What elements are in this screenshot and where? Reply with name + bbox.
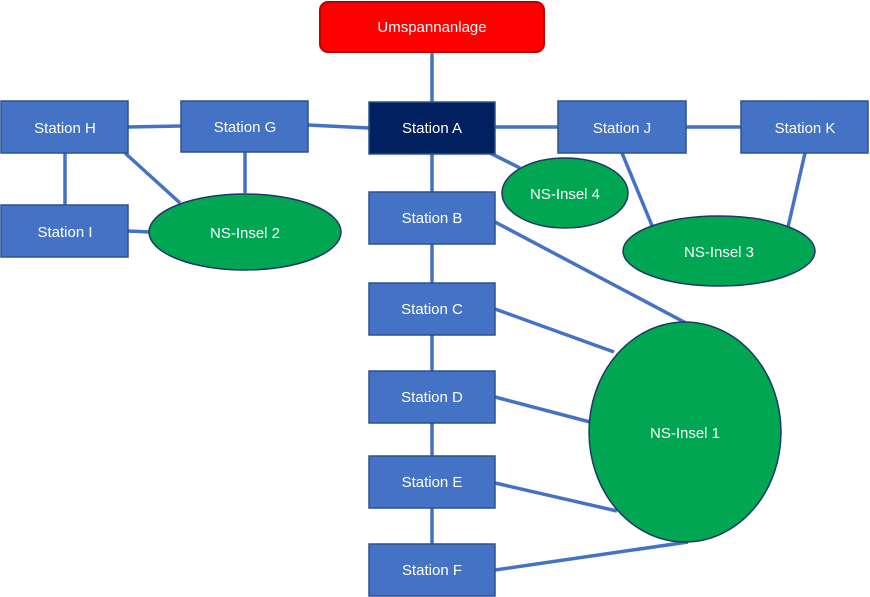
ns-insel-4-ellipse [501,157,629,229]
node-station-b[interactable]: Station B [368,191,496,245]
station-i-box [0,204,129,258]
edge-station-a-to-ns-insel-4 [489,151,521,170]
node-station-d[interactable]: Station D [368,370,496,424]
node-station-j[interactable]: Station J [557,100,687,154]
edge-station-j-to-ns-insel-3 [620,152,655,229]
edge-station-k-to-ns-insel-3 [786,152,807,228]
node-station-e[interactable]: Station E [368,455,496,509]
node-ns-insel-1[interactable]: NS-Insel 1 [588,321,782,543]
node-station-g[interactable]: Station G [180,100,309,153]
station-j-box [557,100,687,154]
node-station-a[interactable]: Station A [368,101,496,155]
ns-insel-2-label: NS-Insel 2 [210,225,280,242]
node-station-k[interactable]: Station K [740,100,869,154]
station-k-label: Station K [775,120,836,137]
station-h-label: Station H [34,120,96,137]
station-g-box [180,100,309,153]
station-b-box [368,191,496,245]
station-c-box [368,282,496,336]
edge-station-e-to-ns-insel-1 [494,481,618,513]
station-e-box [368,455,496,509]
edge-station-f-to-ns-insel-1 [494,540,689,572]
edge-station-h-to-ns-insel-2 [123,151,182,205]
ns-insel-3-ellipse [622,215,816,287]
node-ns-insel-3[interactable]: NS-Insel 3 [622,215,816,287]
edge-station-g-to-station-h [127,124,182,129]
umspannanlage-box [319,1,545,53]
node-umspannanlage[interactable]: Umspannanlage [319,1,545,53]
station-k-box [740,100,869,154]
node-station-c[interactable]: Station C [368,282,496,336]
station-d-label: Station D [401,389,463,406]
edge-station-c-to-ns-insel-1 [494,307,615,354]
ns-insel-3-label: NS-Insel 3 [684,244,754,261]
station-j-label: Station J [593,120,651,137]
station-d-box [368,370,496,424]
edge-station-i-to-ns-insel-2 [127,229,151,234]
node-station-h[interactable]: Station H [0,100,129,154]
station-a-box [368,101,496,155]
edge-station-a-to-station-g [307,123,370,130]
node-ns-insel-2[interactable]: NS-Insel 2 [148,193,342,271]
station-i-label: Station I [37,224,92,241]
umspannanlage-label: Umspannanlage [377,19,486,36]
connections [63,52,807,572]
station-f-box [368,543,496,597]
station-c-label: Station C [401,301,463,318]
station-f-label: Station F [402,562,462,579]
ns-insel-1-label: NS-Insel 1 [650,425,720,442]
edge-station-b-to-ns-insel-1 [494,220,687,325]
edge-station-d-to-ns-insel-1 [494,395,591,424]
node-station-i[interactable]: Station I [0,204,129,258]
ns-insel-4-label: NS-Insel 4 [530,186,600,203]
station-h-box [0,100,129,154]
station-b-label: Station B [402,210,463,227]
ns-insel-1-ellipse [588,321,782,543]
node-ns-insel-4[interactable]: NS-Insel 4 [501,157,629,229]
node-station-f[interactable]: Station F [368,543,496,597]
station-a-label: Station A [402,120,462,137]
station-g-label: Station G [214,119,277,136]
station-e-label: Station E [402,474,463,491]
ns-insel-2-ellipse [148,193,342,271]
